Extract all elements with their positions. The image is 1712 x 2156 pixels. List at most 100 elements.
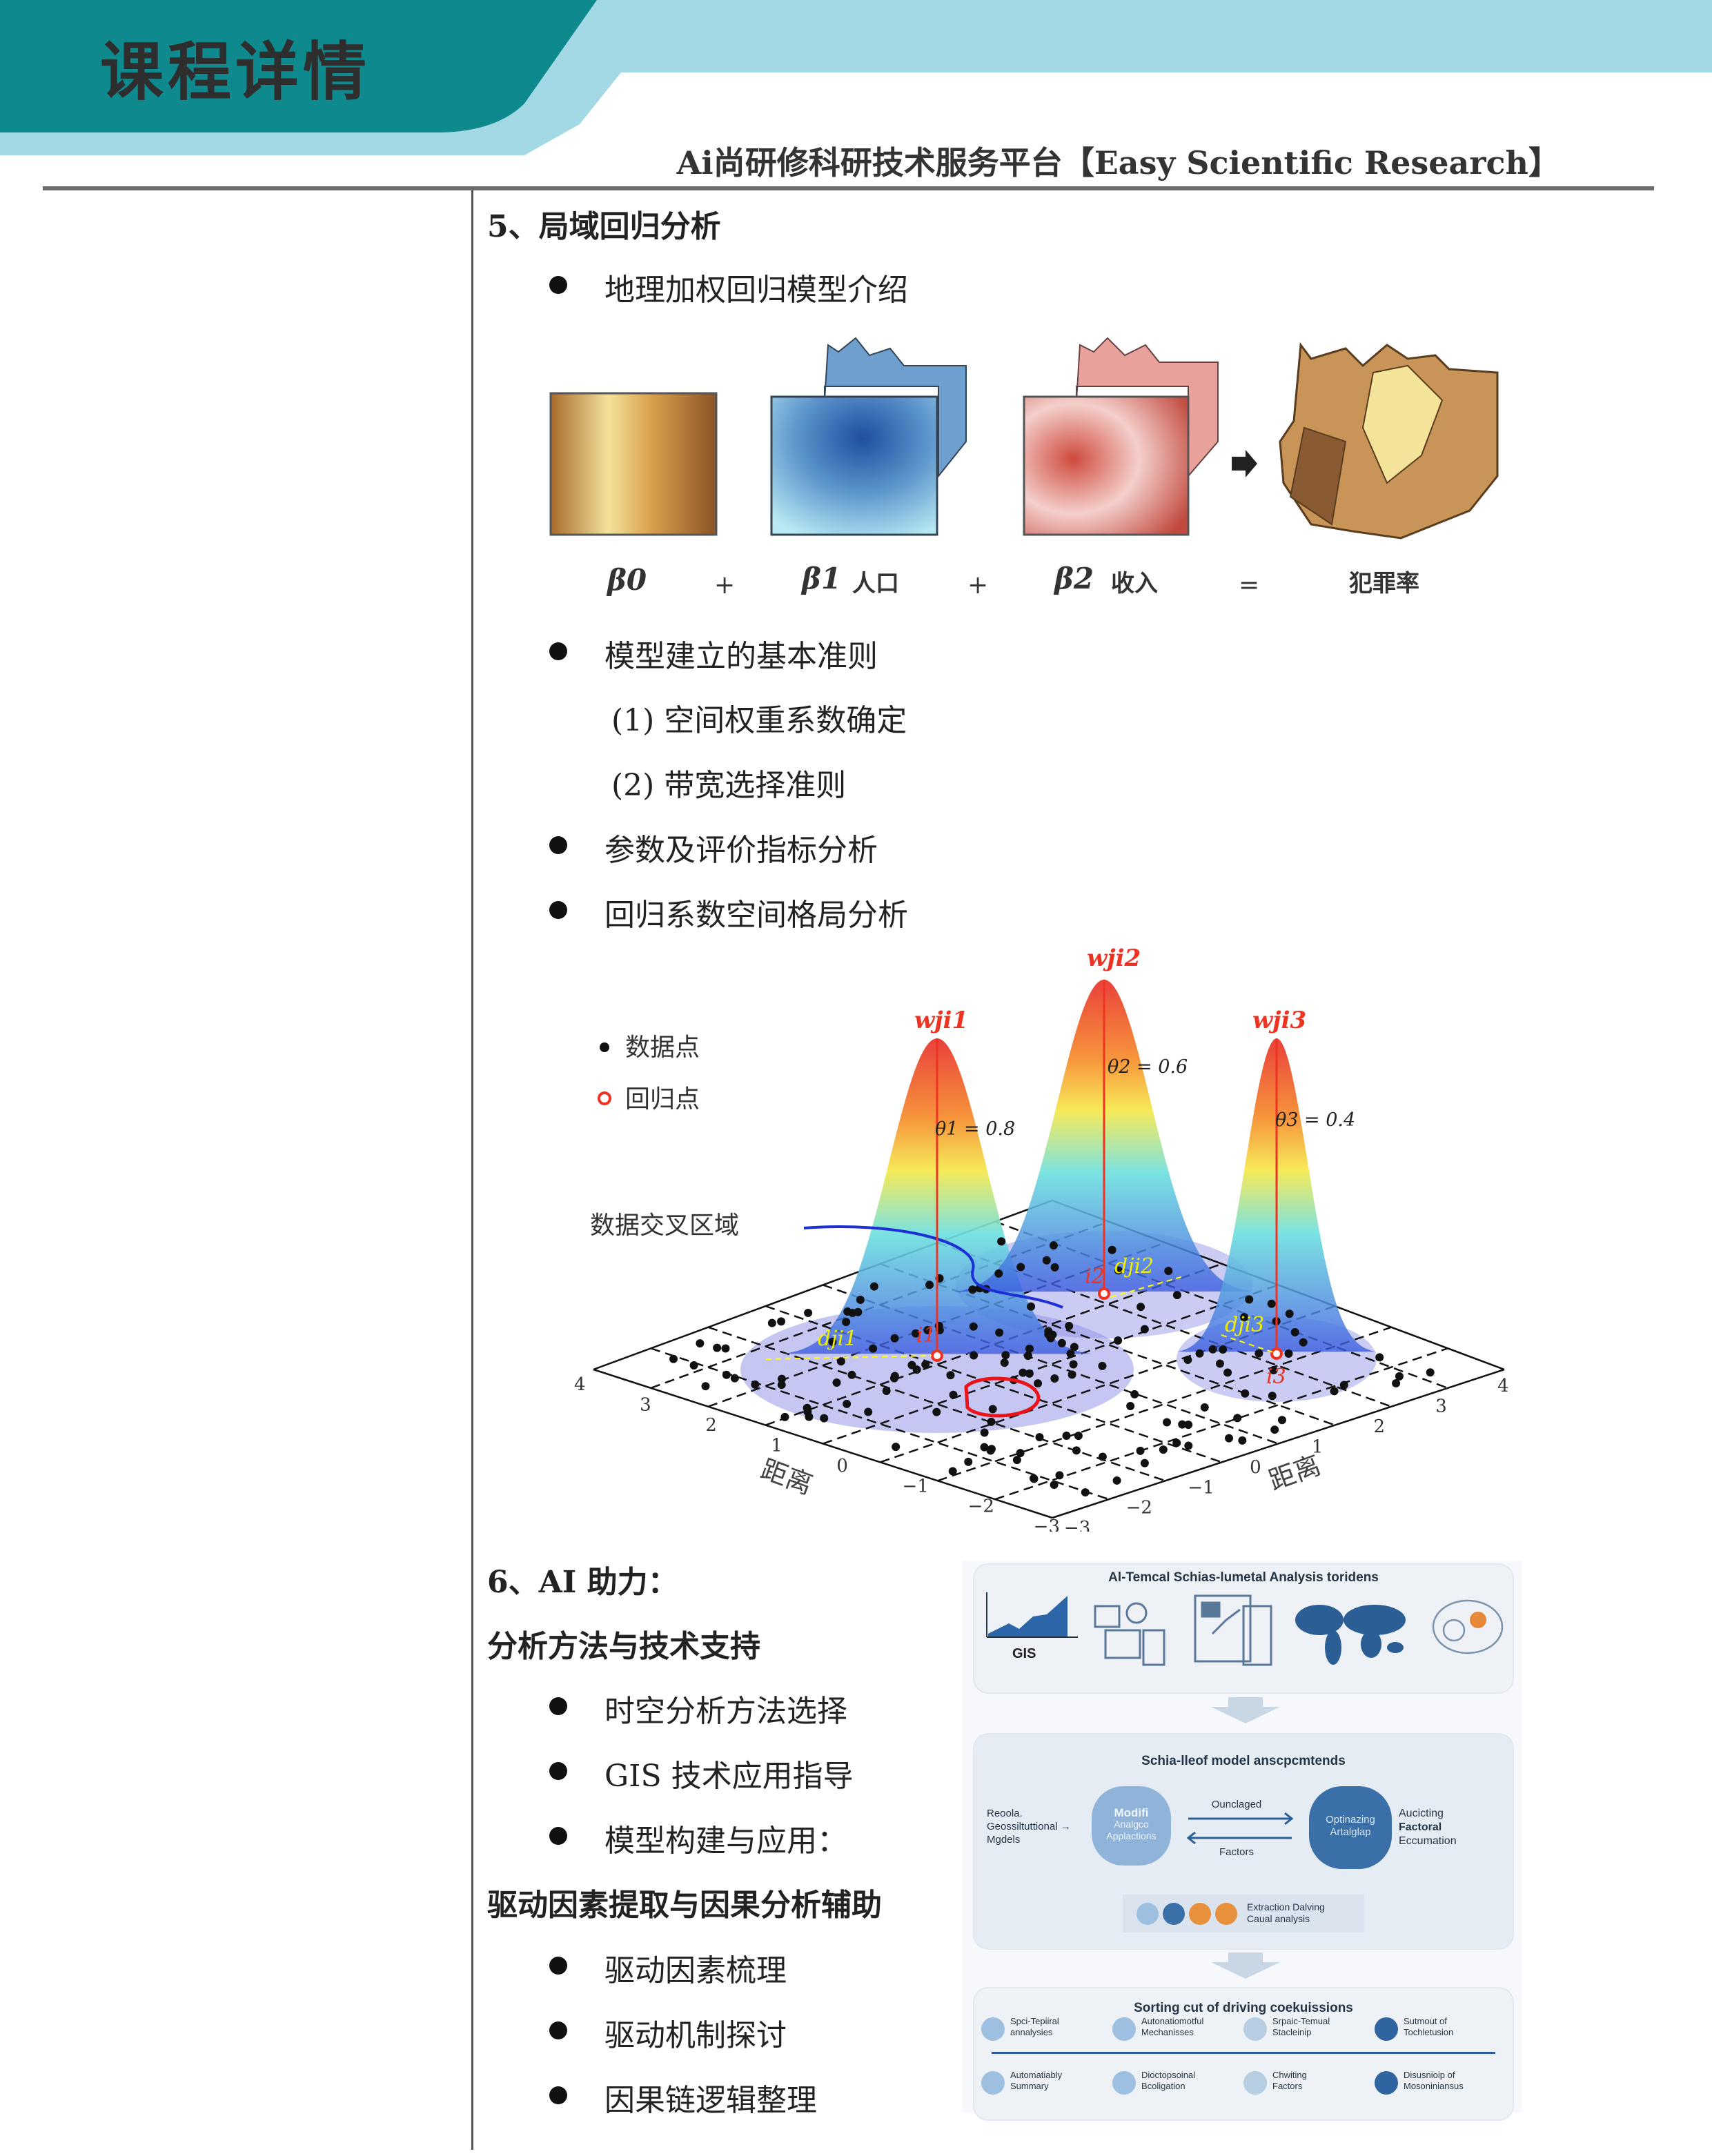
text-line: Srpaic-Temual [1272,2016,1330,2026]
text-line: Dioctopsoinal [1141,2070,1196,2080]
data-point [1065,1321,1074,1330]
plus-sign: + [714,571,735,600]
data-point [1285,1309,1294,1318]
text-line: Bcoligation [1141,2081,1185,2091]
income-label: 收入 [1111,570,1158,597]
data-point [777,1381,786,1389]
population-label: 人口 [852,570,899,597]
data-point [1140,1458,1149,1467]
bullet-icon [549,836,567,854]
axis-tick-label: −3 [1064,1518,1090,1532]
data-point [1269,1366,1278,1375]
data-point [892,1443,901,1452]
list-item: (1) 空间权重系数确定 [611,703,907,738]
data-point [1112,1476,1121,1485]
timeline-node-icon [981,2017,1005,2041]
grid-line [937,1326,1392,1482]
bullet-icon [549,901,567,919]
data-point [1016,1449,1025,1458]
report-icon [1194,1594,1272,1666]
text-line: Extraction Dalving [1247,1901,1325,1912]
page-title: 课程详情 [100,35,371,109]
data-point [856,1296,865,1305]
data-point [1183,1355,1192,1364]
arrow-top-label: Ounclaged [1211,1799,1262,1810]
distance-label-3: dji3 [1225,1313,1264,1337]
data-point [1044,1327,1053,1336]
data-point [832,1378,841,1387]
text-line: Sutmout of [1404,2016,1447,2026]
axis-tick-label: 1 [1312,1436,1324,1457]
distance-label-2: dji2 [1114,1254,1154,1278]
list-item: 回归系数空间格局分析 [604,898,908,933]
text-line: Spci-Tepiiral [1010,2016,1059,2026]
data-point [1277,1416,1286,1425]
data-point [890,1372,899,1381]
data-point [713,1343,722,1352]
bullet-icon [549,1697,567,1715]
data-point [1184,1421,1193,1430]
data-point [948,1467,957,1476]
bullet-icon [549,276,567,294]
beta1-surface [770,395,938,536]
data-point [869,1344,878,1353]
left-margin-divider [471,190,473,2150]
data-point [1098,1361,1107,1370]
list-item: 模型构建与应用： [604,1823,847,1859]
data-point [1184,1441,1193,1450]
data-point [997,1237,1006,1246]
data-point [820,1414,829,1423]
data-point [949,1390,958,1399]
data-point [869,1282,878,1291]
data-point [721,1344,730,1353]
beta1-map [824,337,967,478]
subheading-methods: 分析方法与技术支持 [487,1629,760,1664]
legend-regression-points: 回归点 [625,1085,700,1114]
data-point [1050,1263,1059,1272]
text-line: Aucicting [1399,1808,1444,1819]
timeline-line [992,2052,1495,2054]
text-line: Stacleinip [1272,2027,1312,2037]
plus-sign: + [967,571,988,600]
data-point [1023,1352,1032,1361]
regression-point-legend-icon [598,1091,611,1105]
regression-point [931,1349,943,1362]
text-line: Mosoniniansus [1404,2081,1464,2091]
data-point [1019,1368,1027,1377]
data-point [980,1428,989,1437]
grid-line [823,1284,1279,1445]
data-point [1159,1445,1168,1454]
data-point [1284,1349,1293,1358]
data-point [1223,1368,1232,1377]
data-point [923,1326,932,1335]
data-point [1426,1368,1435,1377]
data-point [987,1445,996,1454]
panel1-title: Al-Temcal Schias-lumetal Analysis toride… [1108,1570,1379,1585]
text-line: Autonatiomotful [1141,2016,1204,2026]
arrow-icon [1232,450,1257,477]
data-point [1050,1374,1059,1383]
data-point [1172,1438,1181,1447]
panel-model-applications: Schia-lleof model anscpcmtends Reoola.Ge… [973,1733,1514,1950]
data-point [1215,1359,1224,1368]
beta2-label: β2 [1053,562,1094,595]
data-point [1178,1420,1187,1429]
beta2-map [1076,337,1219,478]
timeline-node-icon [1375,2017,1398,2041]
axis-tick-label: 0 [1250,1457,1261,1478]
timeline-node-icon [981,2071,1005,2095]
data-point [804,1309,813,1318]
data-point [689,1361,698,1370]
axis-tick-label: 4 [1497,1376,1509,1396]
data-point [1392,1379,1401,1388]
data-point-legend-icon [600,1042,609,1052]
data-point [980,1443,989,1452]
data-point [1245,1295,1254,1304]
panel3-title: Sorting cut of driving coekuissions [1134,2001,1353,2015]
data-point [1057,1338,1066,1347]
text-line: Summary [1010,2081,1049,2091]
